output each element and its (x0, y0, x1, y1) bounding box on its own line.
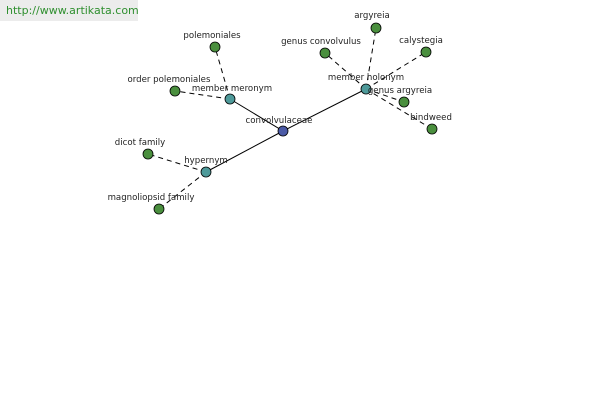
edge-convolvulaceae-member-holonym (282, 88, 367, 132)
node-label-member-meronym: member meronym (192, 84, 272, 94)
relation-node-member-holonym[interactable] (360, 83, 372, 95)
edge-hypernym-dicot-family (147, 153, 207, 173)
edge-member-holonym-genus-argyreia (365, 88, 405, 103)
leaf-node-calystegia[interactable] (420, 46, 432, 58)
node-label-hypernym: hypernym (184, 156, 228, 166)
edge-member-holonym-calystegia (365, 51, 427, 90)
leaf-node-genus-argyreia[interactable] (398, 96, 410, 108)
edge-hypernym-magnoliopsid-family (158, 171, 207, 210)
edge-member-holonym-bindweed (365, 88, 433, 130)
node-label-order-polemoniales: order polemoniales (128, 75, 211, 85)
node-label-bindweed: bindweed (410, 113, 452, 123)
edge-member-meronym-polemoniales (214, 46, 231, 100)
node-label-member-holonym: member holonym (328, 73, 404, 83)
leaf-node-genus-convolvulus[interactable] (319, 47, 331, 59)
leaf-node-argyreia[interactable] (370, 22, 382, 34)
nodes-layer (142, 22, 438, 215)
relation-node-hypernym[interactable] (200, 166, 212, 178)
node-label-polemoniales: polemoniales (183, 31, 241, 41)
labels-layer: convolvulaceae member meronym member holon… (108, 11, 452, 203)
leaf-node-magnoliopsid-family[interactable] (153, 203, 165, 215)
edge-member-holonym-genus-convolvulus (324, 52, 367, 90)
node-label-genus-argyreia: genus argyreia (368, 86, 432, 96)
watermark-url: http://www.artikata.com (0, 0, 139, 21)
leaf-node-bindweed[interactable] (426, 123, 438, 135)
edge-member-holonym-argyreia (365, 27, 377, 90)
leaf-node-polemoniales[interactable] (209, 41, 221, 53)
node-label-genus-convolvulus: genus convolvulus (281, 37, 361, 47)
node-label-argyreia: argyreia (354, 11, 389, 21)
edge-convolvulaceae-member-meronym (229, 98, 284, 132)
node-label-calystegia: calystegia (399, 36, 443, 46)
leaf-node-dicot-family[interactable] (142, 148, 154, 160)
node-label-dicot-family: dicot family (115, 138, 165, 148)
leaf-node-order-polemoniales[interactable] (169, 85, 181, 97)
node-label-convolvulaceae: convolvulaceae (246, 116, 313, 126)
center-node-convolvulaceae[interactable] (277, 125, 289, 137)
edges-layer (147, 27, 433, 210)
relation-node-member-meronym[interactable] (224, 93, 236, 105)
node-label-magnoliopsid-family: magnoliopsid family (108, 193, 195, 203)
edge-member-meronym-order-polemoniales (174, 90, 231, 100)
edge-convolvulaceae-hypernym (205, 130, 284, 173)
